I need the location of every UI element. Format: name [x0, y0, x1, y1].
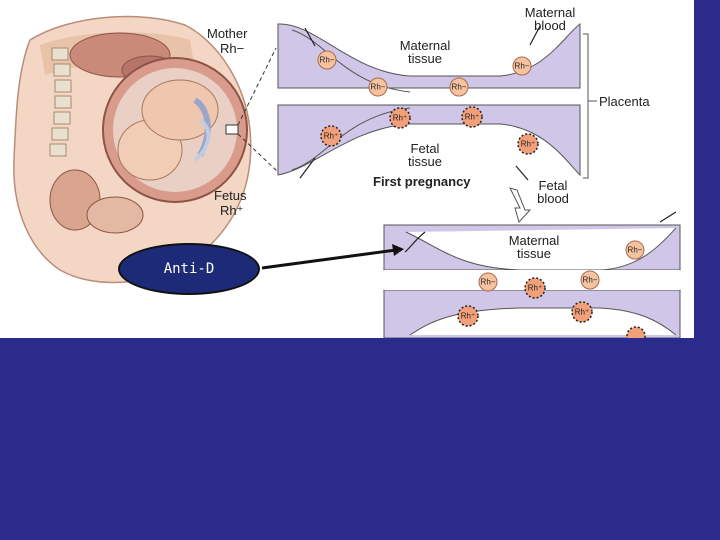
rh-pos-label: Rh⁺	[520, 139, 536, 149]
hollow-arrow-icon	[509, 187, 532, 223]
placenta-label: Placenta	[599, 94, 650, 109]
anti-d-label: Anti-D	[163, 261, 215, 277]
first-pregnancy-label: First pregnancy	[373, 174, 471, 189]
rh-neg-label: Rh−	[451, 82, 467, 92]
rh-pos-label: Rh⁺	[323, 131, 339, 141]
rh-pos-label: Rh⁺	[574, 307, 590, 317]
rh-pos-label: Rh⁺	[527, 283, 543, 293]
fetus	[117, 79, 219, 181]
rh-pos-label: Rh⁺	[460, 311, 476, 321]
rh-neg-label: Rh−	[582, 275, 598, 285]
right-edge-band	[694, 0, 720, 338]
anti-d-callout: Anti-D	[118, 243, 260, 295]
rh-neg-label: Rh−	[319, 55, 335, 65]
rh-pos-label: Rh⁺	[392, 113, 408, 123]
fetus-rh-label: Rh⁺	[220, 203, 244, 218]
maternal-tissue-label-2: Maternal tissue	[508, 233, 560, 261]
fetal-blood-label: Fetal blood	[537, 178, 569, 206]
fetal-tissue-label: Fetal tissue	[408, 141, 442, 169]
maternal-blood-label: Maternal blood	[524, 5, 576, 33]
anti-d-arrow	[261, 248, 397, 270]
rh-neg-label: Rh−	[480, 277, 496, 287]
bottom-slide-band	[0, 338, 720, 540]
placenta-detail-second-pregnancy	[383, 211, 681, 339]
fetus-label: Fetus	[214, 188, 247, 203]
placenta-detail-box	[225, 124, 239, 135]
rh-neg-label: Rh−	[370, 82, 386, 92]
rh-neg-label: Rh−	[627, 245, 643, 255]
mother-label: Mother	[207, 26, 248, 41]
mother-rh-label: Rh−	[220, 41, 245, 56]
spine	[49, 47, 72, 157]
rh-pos-label: Rh⁺	[464, 112, 480, 122]
maternal-tissue-label: Maternal tissue	[399, 38, 451, 66]
pregnant-body-illustration	[13, 15, 252, 284]
rh-neg-label: Rh−	[514, 61, 530, 71]
